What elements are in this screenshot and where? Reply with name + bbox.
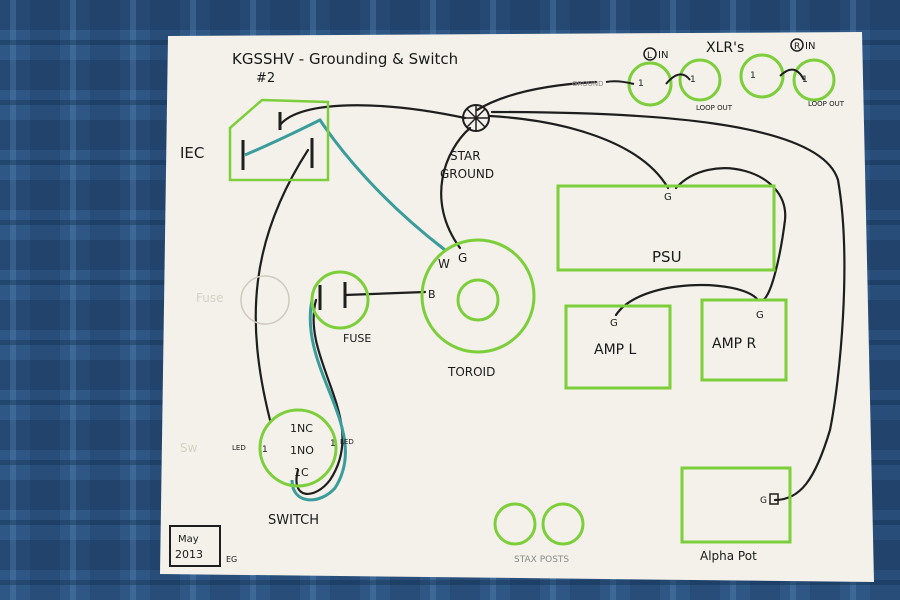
ground-label: GROUND <box>572 80 604 88</box>
xlr-loop-out-right <box>792 58 836 102</box>
wire-star-toroid <box>440 126 472 250</box>
diagram-title: KGSSHV - Grounding & Switch <box>232 50 458 68</box>
xlr-in-left <box>627 61 673 107</box>
alpha-pot-terminal <box>769 493 779 505</box>
star-ground-label-1: STAR <box>450 149 481 163</box>
amp-r-label: AMP R <box>712 336 757 352</box>
teal-wire-iec-toroid <box>244 118 446 252</box>
teal-wire-fuse-switch <box>290 299 347 502</box>
alpha-pot-box <box>680 466 792 544</box>
amp-l-box <box>564 304 672 390</box>
amp-r-box <box>700 298 788 382</box>
psu-label: PSU <box>652 248 682 266</box>
switch-label: SWITCH <box>268 513 319 528</box>
stax-post-right <box>541 502 585 546</box>
wire-iec-switch <box>254 148 310 422</box>
faint-fuse-text: Fuse <box>196 291 224 305</box>
toroid-label: TOROID <box>447 365 495 379</box>
wire-fuse-switch <box>295 298 344 495</box>
loop-out-left-label: LOOP OUT <box>696 104 733 112</box>
toroid-w-label: W <box>438 257 450 271</box>
fuse-outline <box>310 270 370 330</box>
toroid <box>420 238 536 354</box>
initials: EG <box>226 555 237 564</box>
switch-no-label: 1NO <box>290 444 314 457</box>
xlr-in-left-circle-text: L <box>647 51 652 61</box>
paper-sheet <box>160 32 874 582</box>
switch-1-left: 1 <box>262 445 268 455</box>
xlr-connectors <box>627 53 836 107</box>
xlr-pin-left: 1 <box>638 79 644 89</box>
wires <box>254 80 846 502</box>
xlr-in-right-circle <box>790 38 804 52</box>
stax-post-left <box>493 502 537 546</box>
xlr-pin-right: 1 <box>750 71 756 81</box>
faint-switch-text: Sw <box>180 441 198 455</box>
amp-l-g-label: G <box>610 318 618 329</box>
wire-star-pot <box>490 110 846 502</box>
alpha-pot-label: Alpha Pot <box>700 549 757 563</box>
psu-box <box>556 184 776 272</box>
xlr-pin-loop-right: 1 <box>802 75 808 85</box>
xlr-in-left-circle <box>643 47 657 61</box>
wire-fuse-toroid <box>343 290 427 297</box>
toroid-b-label: B <box>428 288 436 301</box>
xlr-links <box>605 68 805 85</box>
xlr-label: XLR's <box>706 40 744 56</box>
switch-1-right: 1 <box>330 439 336 449</box>
teal-wires <box>244 118 446 502</box>
wire-star-psu <box>488 114 670 190</box>
stax-posts-label: STAX POSTS <box>514 555 569 565</box>
switch-outline <box>258 408 338 488</box>
switch-nc-label: 1NC <box>290 422 313 435</box>
wire-star-ground <box>475 80 598 112</box>
stax-posts <box>493 502 585 546</box>
erased-fuse-sketch <box>240 275 290 325</box>
toroid-outer <box>420 238 536 354</box>
date-month: May <box>178 534 199 545</box>
wire-iec-star <box>278 104 467 127</box>
fuse-label: FUSE <box>343 332 371 345</box>
date-year: 2013 <box>175 548 203 561</box>
switch-led-right: LED <box>340 438 354 446</box>
fuse <box>310 270 370 330</box>
star-ground-label-2: GROUND <box>440 167 494 181</box>
diagram-title-sub: #2 <box>256 71 275 86</box>
wire-ampr-ampl <box>614 283 760 317</box>
switch-led-left: LED <box>232 444 246 452</box>
psu-g-label: G <box>664 192 672 203</box>
iec-outline <box>228 98 330 182</box>
iec-label: IEC <box>180 144 204 162</box>
date-box <box>169 525 221 567</box>
xlr-pin-loop-left: 1 <box>690 75 696 85</box>
xlr-loop-out-left <box>678 58 722 102</box>
amp-r-g-label: G <box>756 310 764 321</box>
loop-out-right-label: LOOP OUT <box>808 100 845 108</box>
xlr-in-right <box>739 53 785 99</box>
alpha-pot-g-label: G <box>760 496 767 506</box>
wire-psu-ampr <box>674 167 787 302</box>
iec-connector <box>228 98 330 182</box>
xlr-in-right-text: IN <box>805 41 815 52</box>
toroid-g-label: G <box>458 251 467 265</box>
amp-l-label: AMP L <box>594 342 637 358</box>
toroid-inner <box>456 278 500 322</box>
star-ground <box>462 104 490 132</box>
xlr-in-left-text: IN <box>658 50 668 61</box>
xlr-in-right-circle-text: R <box>794 42 800 52</box>
switch-c-label: 1C <box>294 466 309 479</box>
